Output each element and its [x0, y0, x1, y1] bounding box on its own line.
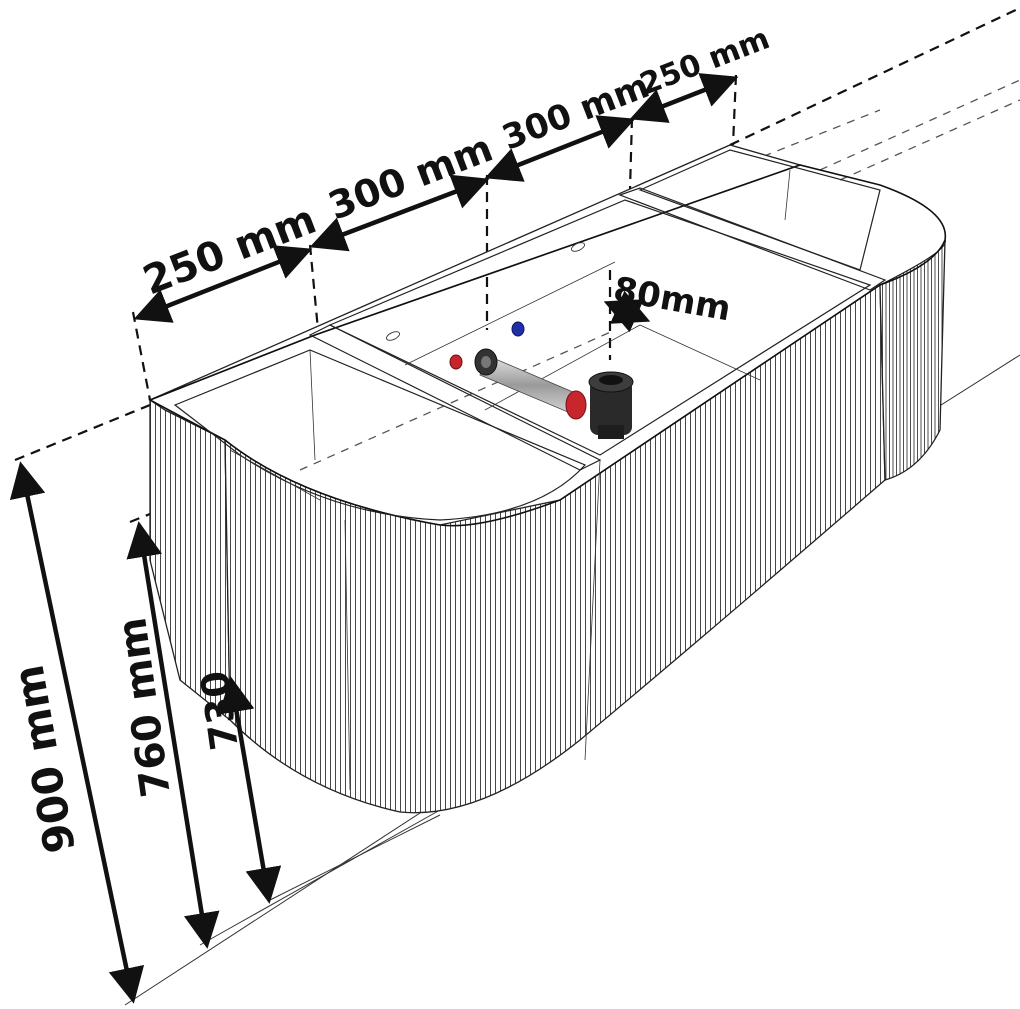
dim-label-width-1: 250 mm — [137, 197, 322, 305]
dim-arrow-width-4 — [629, 73, 739, 123]
tub-rim-front — [148, 164, 947, 527]
dim-label-height-3: 730 — [192, 668, 247, 753]
dim-label-height-1: 900 mm — [4, 661, 85, 856]
dim-arrow-depth — [603, 290, 651, 333]
dim-arrow-width-1 — [133, 245, 313, 323]
blue-valve-icon — [511, 321, 525, 337]
dim-arrow-width-3 — [484, 115, 636, 182]
plumbing — [449, 321, 634, 439]
dim-label-depth: 80mm — [610, 269, 733, 329]
dim-arrow-height-1 — [9, 461, 145, 1004]
drain-red-collar — [565, 390, 587, 420]
dim-arrow-width-2 — [309, 174, 490, 252]
tub-front-face — [224, 283, 886, 814]
dim-label-width-2: 300 mm — [322, 126, 498, 229]
red-valve-icon — [449, 354, 463, 370]
drain-fitting — [588, 371, 634, 439]
dim-arrow-height-2 — [126, 521, 220, 949]
dim-arrow-height-3 — [218, 676, 282, 904]
tub-right-end — [879, 239, 946, 481]
